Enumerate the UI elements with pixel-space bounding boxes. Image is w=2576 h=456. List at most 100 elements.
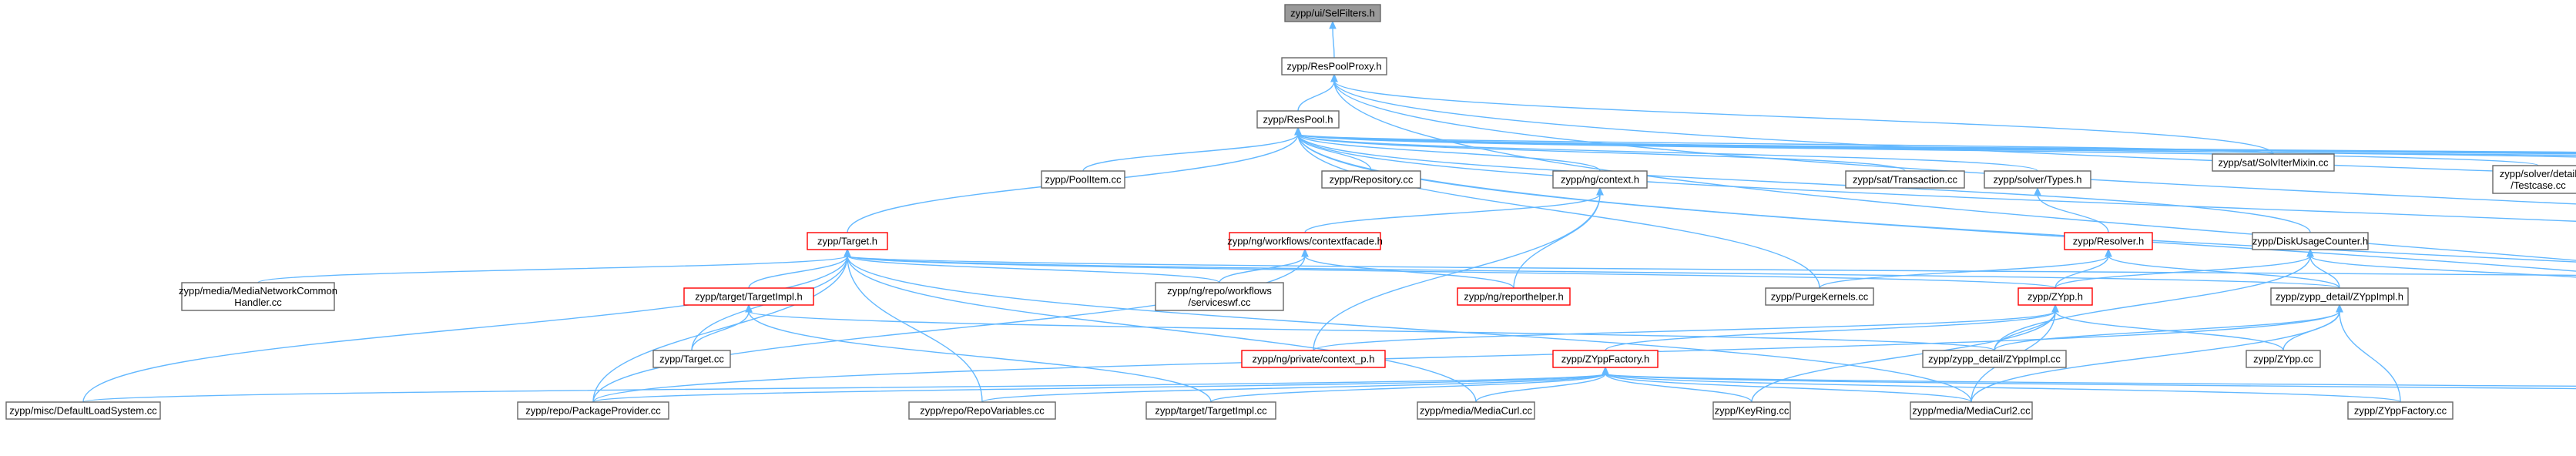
edge-line — [1605, 373, 1972, 403]
arrowhead — [1596, 186, 1604, 196]
node-label: zypp/ZYppFactory.cc — [2354, 405, 2447, 417]
node-zyppfactory-cc[interactable]: zypp/ZYppFactory.cc — [2347, 401, 2454, 420]
node-target-cc[interactable]: zypp/Target.cc — [652, 350, 731, 368]
node-box — [1922, 350, 2067, 368]
node-box — [2347, 401, 2454, 420]
edge-line — [82, 373, 1606, 403]
edge-line — [1994, 255, 2311, 351]
node-resolver-h[interactable]: zypp/Resolver.h — [2064, 232, 2153, 250]
edge-line — [847, 255, 1477, 403]
edge-line — [1333, 80, 2576, 205]
node-box — [1321, 170, 1421, 189]
node-box — [181, 282, 335, 311]
node-repovariables[interactable]: zypp/repo/RepoVariables.cc — [908, 401, 1056, 420]
edge-zyppimpl_cc-to-diskusage_h — [1994, 248, 2314, 351]
edge-line — [1297, 80, 1335, 112]
node-mediacurl[interactable]: zypp/media/MediaCurl.cc — [1417, 401, 1535, 420]
node-zyppfactory-h[interactable]: zypp/ZYppFactory.h — [1552, 350, 1659, 368]
node-repository-cc[interactable]: zypp/Repository.cc — [1321, 170, 1421, 189]
node-selfilters[interactable]: zypp/ui/SelFilters.h — [1284, 4, 1381, 22]
node-respoolproxy-h[interactable]: zypp/ResPoolProxy.h — [1281, 57, 1387, 75]
node-serviceswf[interactable]: zypp/ng/repo/workflows/serviceswf.cc — [1155, 282, 1284, 311]
node-target-h[interactable]: zypp/Target.h — [807, 232, 888, 250]
edge-layer — [82, 20, 2576, 403]
node-box — [807, 232, 888, 250]
node-label: zypp/repo/RepoVariables.cc — [920, 405, 1045, 417]
edge-selectable_cc-to-respool_h — [1294, 126, 2576, 272]
edge-line — [2054, 255, 2109, 289]
edge-line — [2108, 255, 2340, 289]
node-box — [2492, 165, 2576, 194]
edge-line — [981, 373, 1606, 403]
edge-line — [1297, 133, 1601, 172]
edge-zyppfactory_h-to-zypp_h — [1605, 303, 2059, 351]
node-box — [1845, 170, 1965, 189]
node-label: zypp/ng/workflows/contextfacade.h — [1227, 236, 1383, 247]
node-label: zypp/Repository.cc — [1330, 174, 1414, 186]
edge-mediacurl2-to-zyppimpl_h — [1971, 303, 2343, 403]
edge-line — [1605, 373, 2401, 403]
node-targetimpl-cc[interactable]: zypp/target/TargetImpl.cc — [1145, 401, 1276, 420]
edge-defaultload-to-target_h — [82, 248, 851, 403]
node-solvitermixin[interactable]: zypp/sat/SolvIterMixin.cc — [2212, 153, 2335, 172]
node-label: zypp/solver/Types.h — [1994, 174, 2082, 186]
edge-line — [1994, 310, 2340, 351]
node-box — [2252, 232, 2369, 250]
node-box — [1765, 287, 1874, 306]
node-label: zypp/ResPool.h — [1263, 114, 1333, 126]
node-box — [1281, 57, 1387, 75]
node-diskusage-h[interactable]: zypp/DiskUsageCounter.h — [2252, 232, 2369, 250]
edge-line — [1304, 193, 1601, 233]
edge-line — [1304, 255, 1514, 289]
node-solvertypes-h[interactable]: zypp/solver/Types.h — [1984, 170, 2091, 189]
edge-line — [1994, 310, 2056, 351]
node-respool-h[interactable]: zypp/ResPool.h — [1256, 110, 1340, 129]
node-zyppimpl-cc[interactable]: zypp/zypp_detail/ZYppImpl.cc — [1922, 350, 2067, 368]
edge-line — [748, 310, 1212, 403]
edge-line — [1751, 310, 2056, 403]
node-defaultload[interactable]: zypp/misc/DefaultLoadSystem.cc — [5, 401, 161, 420]
edge-context_p-to-zypp_h — [1313, 303, 2059, 351]
node-box — [1712, 401, 1791, 420]
node-zypp-cc[interactable]: zypp/ZYpp.cc — [2246, 350, 2321, 368]
node-purgekernels[interactable]: zypp/PurgeKernels.cc — [1765, 287, 1874, 306]
node-context-p[interactable]: zypp/ng/private/context_p.h — [1241, 350, 1386, 368]
node-box — [2270, 287, 2409, 306]
node-box — [1984, 170, 2091, 189]
node-box — [1910, 401, 2033, 420]
node-pkgprovider[interactable]: zypp/repo/PackageProvider.cc — [517, 401, 669, 420]
edge-pkgprovider-to-contextfacade_h — [592, 248, 1309, 403]
node-box — [1256, 110, 1340, 129]
edge-line — [1297, 133, 1820, 289]
edge-line — [1313, 310, 2056, 351]
node-box — [2246, 350, 2321, 368]
node-contextfacade-h[interactable]: zypp/ng/workflows/contextfacade.h — [1227, 232, 1383, 250]
node-testcase-cc[interactable]: zypp/solver/detail/Testcase.cc — [2492, 165, 2576, 194]
node-transaction-cc[interactable]: zypp/sat/Transaction.cc — [1845, 170, 1965, 189]
edge-line — [2339, 310, 2401, 403]
node-poolitem-cc[interactable]: zypp/PoolItem.cc — [1041, 170, 1125, 189]
node-label: Handler.cc — [234, 297, 282, 308]
node-box — [1552, 350, 1659, 368]
node-box — [517, 401, 669, 420]
node-label: zypp/ng/context.h — [1561, 174, 1639, 186]
node-zypp-h[interactable]: zypp/ZYpp.h — [2018, 287, 2093, 306]
arrowhead — [844, 248, 851, 257]
node-keyring[interactable]: zypp/KeyRing.cc — [1712, 401, 1791, 420]
edge-line — [1297, 133, 2576, 156]
edge-line — [1605, 373, 1753, 403]
node-label: zypp/media/MediaNetworkCommon — [179, 285, 337, 297]
node-targetimpl-h[interactable]: zypp/target/TargetImpl.h — [683, 287, 814, 306]
arrowhead — [2105, 248, 2112, 257]
node-mediacurl2[interactable]: zypp/media/MediaCurl2.cc — [1910, 401, 2033, 420]
edge-line — [592, 310, 2340, 403]
edge-line — [847, 255, 983, 403]
edge-line — [1210, 373, 1606, 403]
node-zyppimpl-h[interactable]: zypp/zypp_detail/ZYppImpl.h — [2270, 287, 2409, 306]
node-reporthelper[interactable]: zypp/ng/reporthelper.h — [1457, 287, 1571, 306]
edge-defaultload-to-zyppfactory_h — [82, 366, 1609, 403]
node-context-h[interactable]: zypp/ng/context.h — [1552, 170, 1648, 189]
node-label: zypp/ZYpp.h — [2028, 291, 2083, 303]
node-label: zypp/ZYpp.cc — [2253, 354, 2313, 365]
